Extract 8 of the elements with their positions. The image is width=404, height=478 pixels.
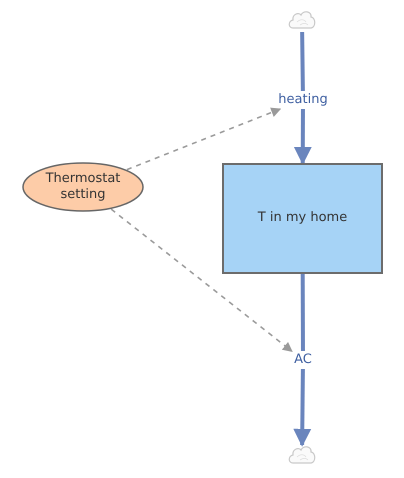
flow-arrow (294, 109, 312, 165)
dashed-arrow (126, 108, 282, 170)
variable-name: Thermostat setting (44, 170, 122, 204)
flow-label: heating (277, 92, 329, 108)
stock-box (222, 163, 383, 274)
stock-name: T in my home (258, 210, 348, 227)
dashed-arrow (110, 208, 293, 352)
flow-arrow (293, 368, 312, 447)
